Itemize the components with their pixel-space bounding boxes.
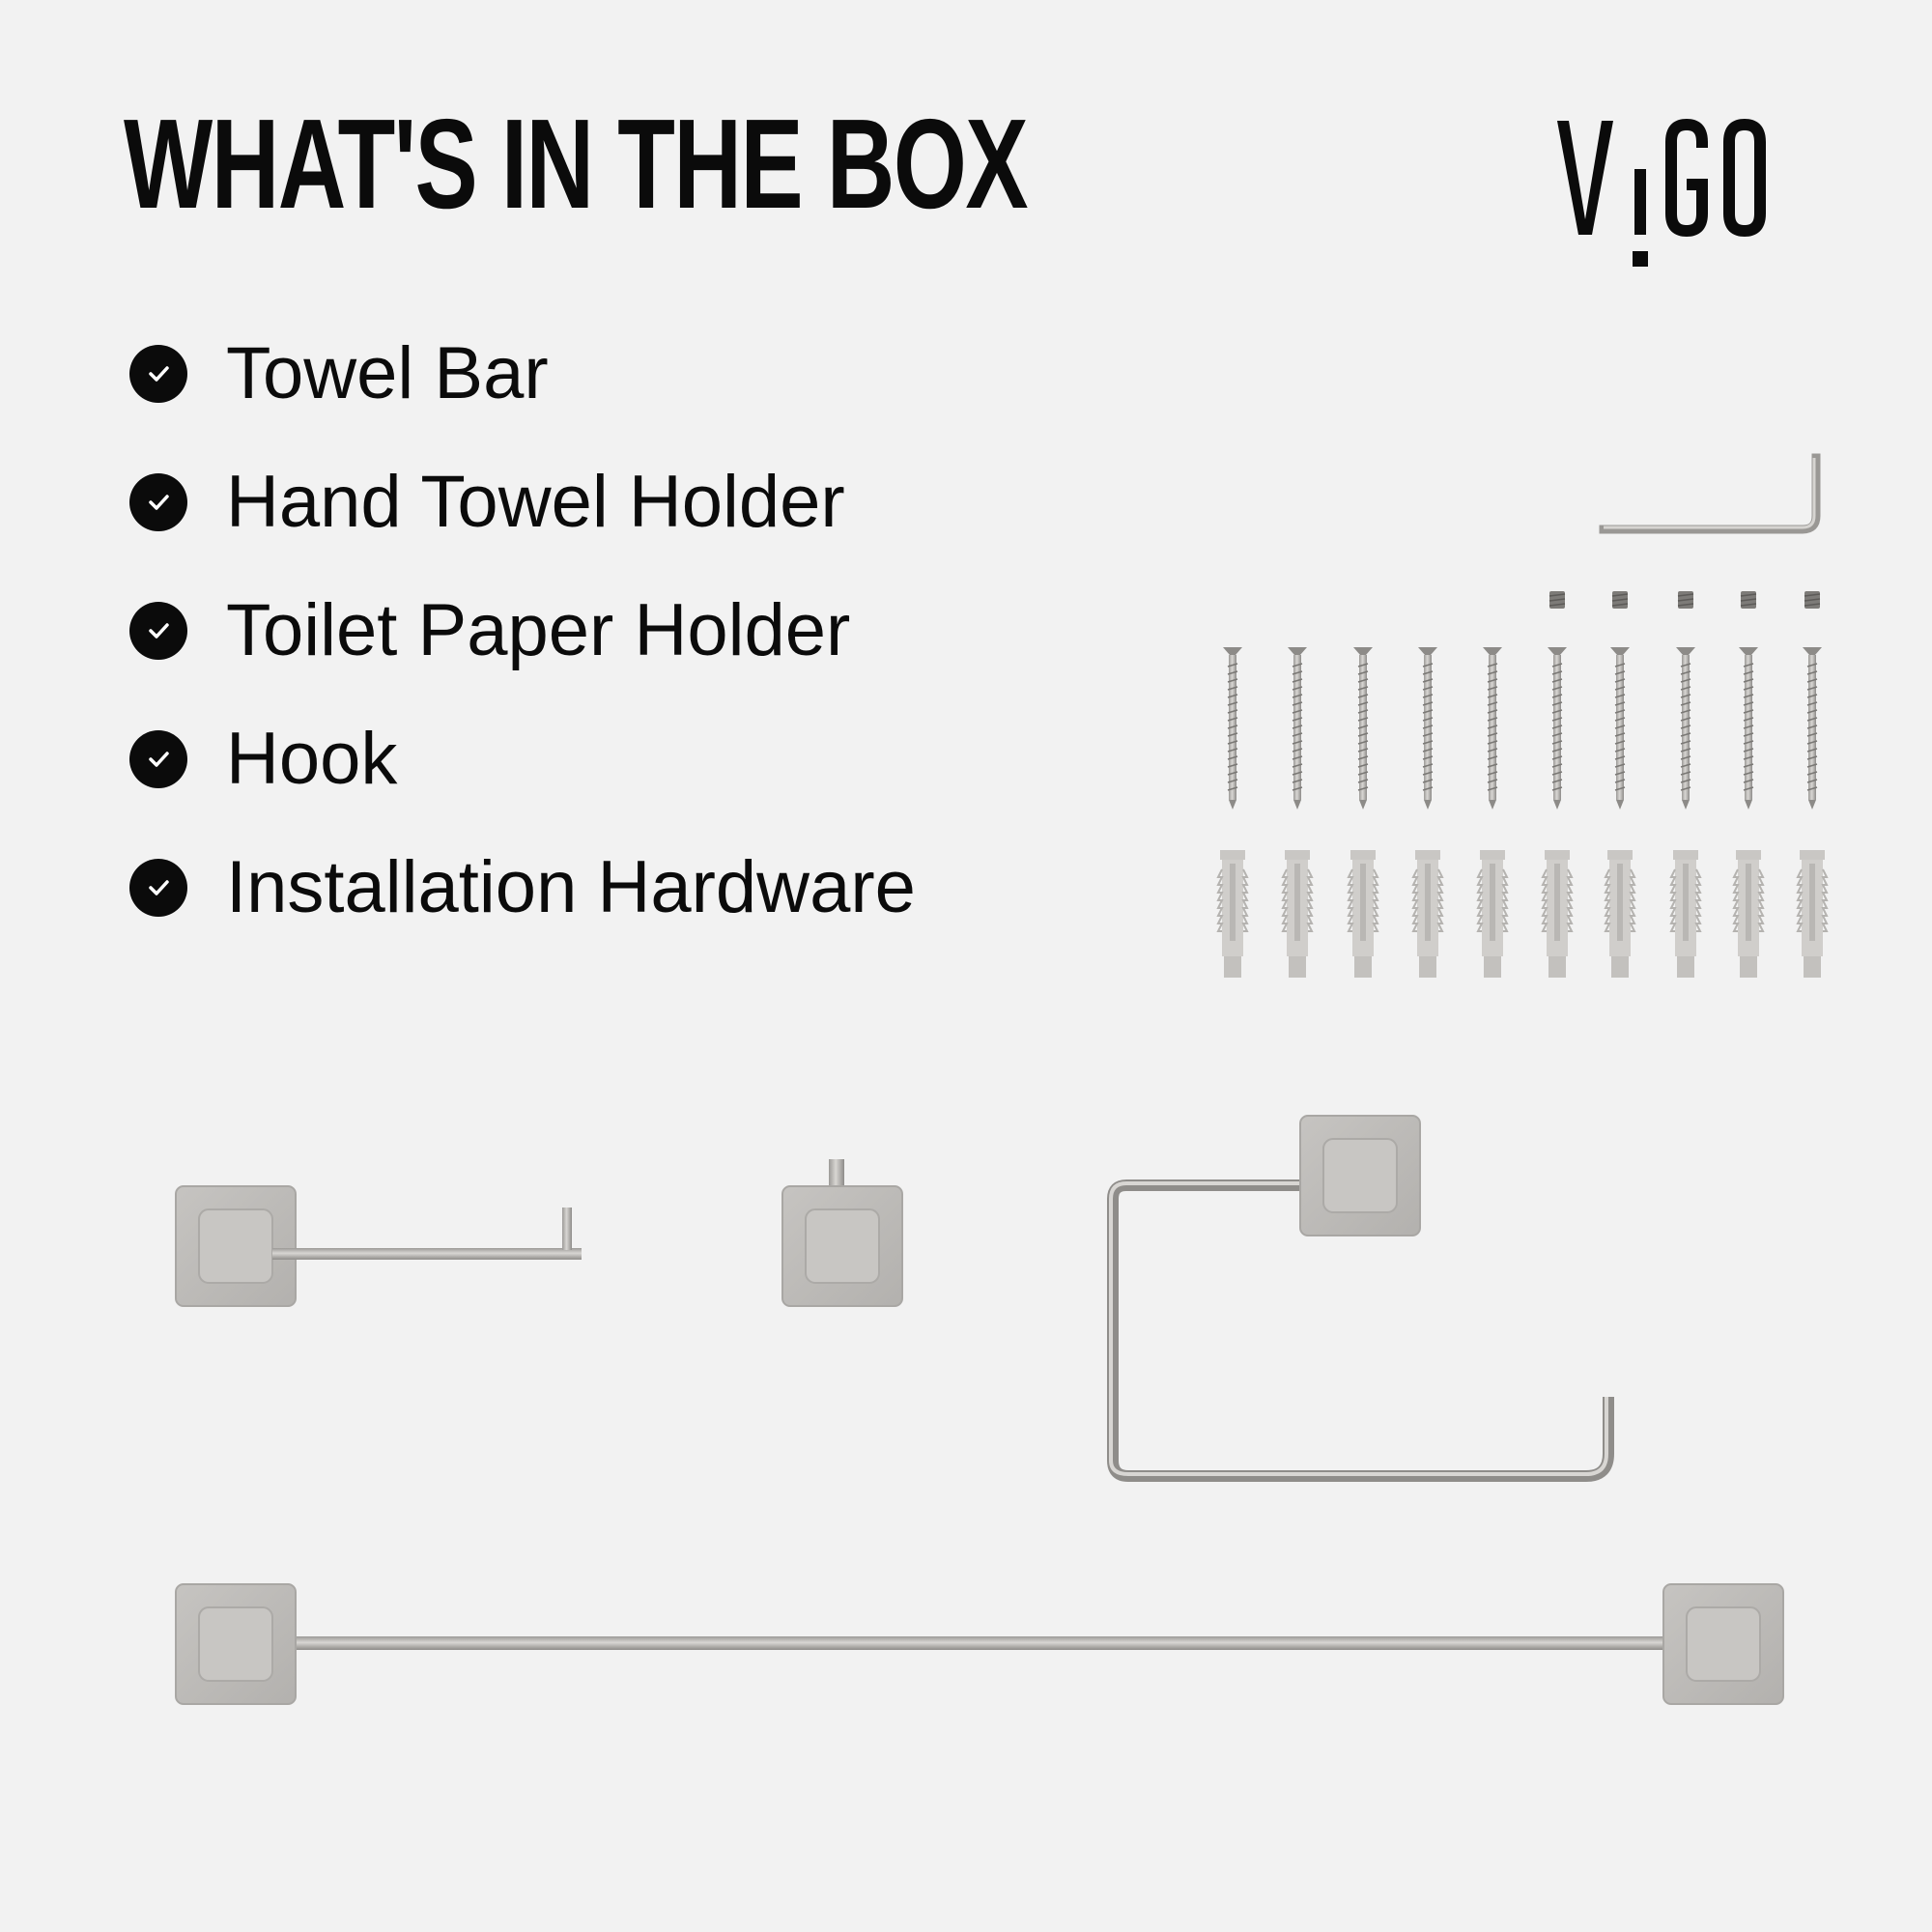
item-label: Towel Bar	[226, 331, 549, 414]
set-screw-row	[1548, 590, 1821, 610]
wall-anchor	[1282, 849, 1313, 979]
item-label: Hook	[226, 717, 398, 800]
wood-screw	[1287, 646, 1308, 810]
set-screw	[1548, 590, 1566, 610]
wall-anchor	[1217, 849, 1248, 979]
item-label: Installation Hardware	[226, 845, 916, 928]
check-circle-icon	[129, 858, 187, 917]
set-screw	[1740, 590, 1757, 610]
check-circle-icon	[129, 601, 187, 660]
contents-checklist: Towel Bar Hand Towel Holder Toilet Paper…	[129, 309, 916, 952]
check-circle-icon	[129, 729, 187, 788]
wood-screw	[1547, 646, 1568, 810]
item-label: Toilet Paper Holder	[226, 588, 851, 671]
check-circle-icon	[129, 472, 187, 531]
allen-wrench	[1599, 453, 1821, 534]
set-screw	[1804, 590, 1821, 610]
wall-anchor-row	[1217, 849, 1828, 979]
towel-bar	[175, 1583, 1784, 1705]
wood-screw	[1738, 646, 1759, 810]
wall-anchor	[1412, 849, 1443, 979]
item-label: Hand Towel Holder	[226, 460, 845, 543]
set-screw	[1677, 590, 1694, 610]
wood-screw	[1352, 646, 1374, 810]
wall-anchor	[1733, 849, 1764, 979]
wood-screw	[1482, 646, 1503, 810]
wall-anchor	[1605, 849, 1635, 979]
check-circle-icon	[129, 344, 187, 403]
toilet-paper-holder	[175, 1185, 582, 1307]
wood-screw	[1222, 646, 1243, 810]
wood-screw	[1609, 646, 1631, 810]
list-item: Installation Hardware	[129, 823, 916, 952]
wall-anchor	[1797, 849, 1828, 979]
page-title: WHAT'S IN THE BOX	[124, 93, 1029, 235]
list-item: Hand Towel Holder	[129, 438, 916, 566]
wood-screw	[1417, 646, 1438, 810]
wood-screw	[1802, 646, 1823, 810]
list-item: Hook	[129, 695, 916, 823]
wall-anchor	[1670, 849, 1701, 979]
vigo-wordmark-logo	[1557, 119, 1766, 267]
wall-anchor	[1477, 849, 1508, 979]
wall-anchor	[1542, 849, 1573, 979]
wall-anchor	[1348, 849, 1378, 979]
robe-hook	[781, 1159, 903, 1307]
wood-screw	[1675, 646, 1696, 810]
wood-screw-row	[1222, 646, 1823, 810]
list-item: Toilet Paper Holder	[129, 566, 916, 695]
set-screw	[1611, 590, 1629, 610]
list-item: Towel Bar	[129, 309, 916, 438]
hand-towel-ring	[1107, 1115, 1614, 1482]
